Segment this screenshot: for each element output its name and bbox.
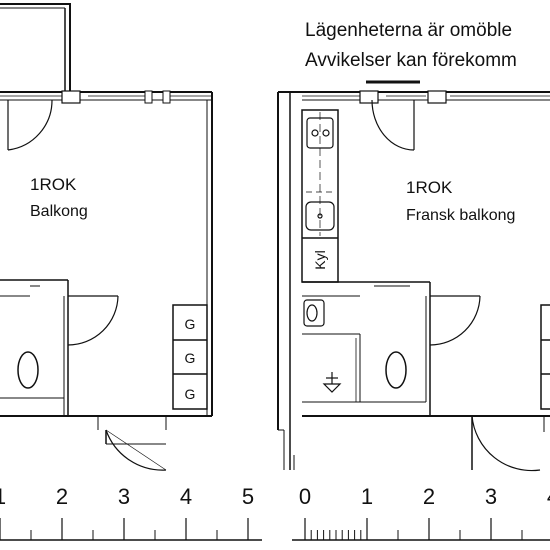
right-toilet-icon <box>385 351 407 389</box>
floor-drain-icon <box>322 372 342 393</box>
kitchen-sink-icon <box>305 201 335 231</box>
scale-number: 2 <box>56 484 68 509</box>
left-scale-bar: 1 2 3 4 5 <box>0 484 262 541</box>
right-scale-bar: 0 1 2 3 4 <box>292 484 550 541</box>
right-unit: Lägenheterna är omöble Avvikelser kan fö… <box>277 20 550 472</box>
left-room-feature: Balkong <box>30 203 88 220</box>
right-top-wall <box>278 90 550 104</box>
left-top-wall <box>0 90 212 104</box>
right-room-type: 1ROK <box>406 178 453 197</box>
scale-number: 1 <box>0 484 6 509</box>
left-unit: 1ROK Balkong G G G <box>0 3 213 471</box>
scale-number: 1 <box>361 484 373 509</box>
left-bathroom-door <box>67 295 119 346</box>
left-bathroom-walls <box>0 279 212 417</box>
right-bathroom-door <box>429 295 481 346</box>
scale-number: 4 <box>180 484 192 509</box>
scale-number: 3 <box>118 484 130 509</box>
wash-basin-icon <box>303 299 325 327</box>
balcony-outline <box>0 3 71 92</box>
left-balcony-door <box>7 99 53 151</box>
wardrobe-label: G <box>185 316 196 332</box>
right-room-feature: Fransk balkong <box>406 207 515 224</box>
right-wardrobes <box>540 304 550 410</box>
left-room-type: 1ROK <box>30 175 77 194</box>
right-entrance-door <box>471 415 545 472</box>
left-entrance-door <box>97 416 167 471</box>
notice-line-1: Lägenheterna är omöble <box>305 20 512 41</box>
scale-number: 0 <box>299 484 311 509</box>
scale-number: 3 <box>485 484 497 509</box>
fridge-label: Kyl <box>312 250 328 269</box>
wardrobe-label: G <box>185 350 196 366</box>
left-wardrobes <box>172 304 208 410</box>
notice-line-2: Avvikelser kan förekomm <box>305 50 517 71</box>
wardrobe-label: G <box>185 386 196 402</box>
scale-number: 4 <box>547 484 550 509</box>
right-bathroom-walls <box>302 281 550 417</box>
scale-number: 5 <box>242 484 254 509</box>
right-balcony-door <box>371 99 415 151</box>
stove-icon <box>306 117 334 149</box>
right-left-wall <box>277 92 295 470</box>
left-toilet-icon <box>17 351 39 389</box>
scale-number: 2 <box>423 484 435 509</box>
